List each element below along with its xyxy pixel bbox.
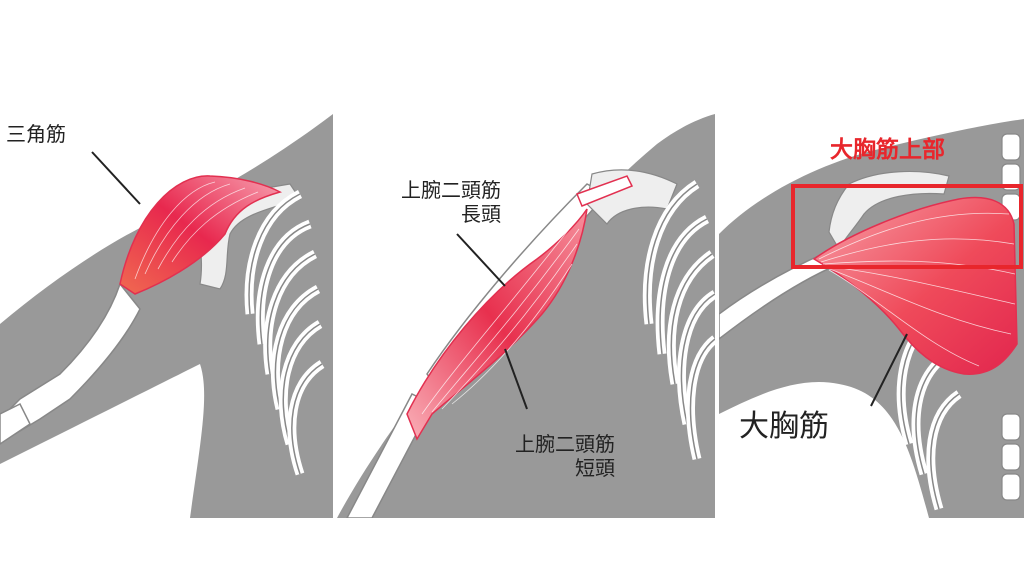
pectoralis-muscle xyxy=(812,196,1018,375)
deltoid-illustration xyxy=(0,114,333,518)
upper-pectoralis-highlight xyxy=(791,184,1023,269)
body-silhouette xyxy=(0,114,333,518)
short-head-label-line1: 上腕二頭筋 xyxy=(515,432,615,456)
long-head-label-line2: 長頭 xyxy=(461,202,501,226)
pectoralis-illustration xyxy=(719,119,1024,518)
deltoid-muscle xyxy=(119,175,283,295)
pectoralis-panel: 大胸筋上部 大胸筋 xyxy=(719,114,1024,518)
biceps-muscle xyxy=(406,208,588,441)
short-head-pointer xyxy=(504,348,528,410)
deltoid-panel: 三角筋 xyxy=(0,114,333,518)
biceps-fibers xyxy=(421,218,580,415)
short-head-label: 上腕二頭筋 短頭 xyxy=(455,432,615,480)
deltoid-pointer xyxy=(91,151,141,205)
biceps-tendon-long xyxy=(576,175,634,207)
long-head-label: 上腕二頭筋 長頭 xyxy=(341,178,501,226)
deltoid-fibers xyxy=(134,181,259,280)
shoulder-bone xyxy=(828,170,950,251)
rib-cage xyxy=(642,180,715,461)
pectoralis-pointer xyxy=(870,333,908,407)
biceps-illustration xyxy=(337,114,715,518)
short-head-label-line2: 短頭 xyxy=(575,456,615,480)
deltoid-label: 三角筋 xyxy=(6,122,66,146)
pectoralis-label: 大胸筋 xyxy=(739,409,829,444)
pectoralis-fibers xyxy=(818,212,1016,367)
rib-cage xyxy=(244,189,325,476)
forearm-bone xyxy=(0,402,31,445)
long-head-label-line1: 上腕二頭筋 xyxy=(401,178,501,202)
long-head-pointer xyxy=(456,233,506,287)
biceps-panel: 上腕二頭筋 長頭 上腕二頭筋 短頭 xyxy=(337,114,715,518)
upper-pectoralis-label: 大胸筋上部 xyxy=(830,137,945,163)
